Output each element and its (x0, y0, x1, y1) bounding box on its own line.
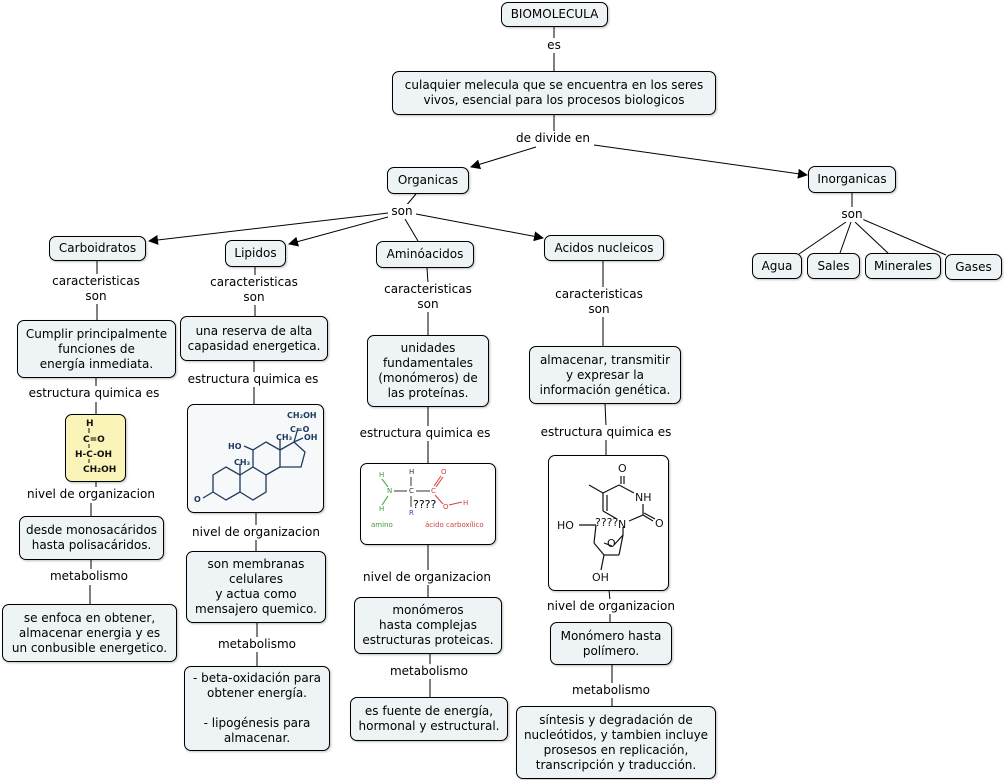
arrow-to-organicas (470, 146, 537, 170)
svg-text:CH₃: CH₃ (276, 433, 293, 442)
arrow-to-acidos (415, 213, 544, 242)
node-lipidos-structure[interactable]: CH₂OH C=O CH₃ OH HO CH₃ O (187, 404, 324, 513)
link-label-estructura-carboidratos: estructura quimica es (27, 386, 161, 401)
svg-text:HO: HO (557, 519, 574, 532)
arrow-to-lipidos (288, 216, 389, 247)
node-lipidos[interactable]: Lipidos (225, 240, 286, 267)
link-to-aminoacidos (404, 218, 419, 242)
link-label-estructura-acidos: estructura quimica es (539, 425, 673, 440)
node-aminoacidos-level[interactable]: monómeros hasta complejas estructuras pr… (354, 597, 502, 654)
svg-text:O: O (443, 503, 449, 511)
link-label-son-organicas: son (390, 204, 414, 219)
node-definition[interactable]: culaquier melecula que se encuentra en l… (392, 71, 716, 115)
node-organicas[interactable]: Organicas (387, 167, 469, 194)
link-label-caracteristicas-aminoacidos: caracteristicas son (383, 282, 473, 312)
node-acidos-nucleicos[interactable]: Acidos nucleicos (544, 235, 664, 261)
node-biomolecula[interactable]: BIOMOLECULA (501, 2, 608, 27)
link-son-agua (798, 221, 847, 255)
node-inorganicas[interactable]: Inorganicas (808, 166, 896, 193)
node-acidos-metabolism[interactable]: síntesis y degradación de nucleótidos, y… (516, 706, 716, 779)
node-sales[interactable]: Sales (807, 253, 860, 279)
svg-text:R: R (409, 509, 414, 517)
node-aminoacidos-characteristics[interactable]: unidades fundamentales (monómeros) de la… (367, 335, 489, 407)
node-carboidratos-structure[interactable]: H C=O H-C-OH CH₂OH (65, 414, 126, 482)
svg-text:ácido carboxílico: ácido carboxílico (425, 521, 484, 529)
link-label-metabolismo-aminoacidos: metabolismo (388, 664, 470, 679)
node-minerales[interactable]: Minerales (865, 253, 941, 279)
svg-text:O: O (441, 468, 447, 476)
link-label-nivel-acidos: nivel de organizacion (546, 599, 676, 614)
node-carboidratos-level[interactable]: desde monosacáridos hasta polisacáridos. (19, 516, 164, 560)
svg-text:????: ???? (413, 498, 437, 511)
svg-text:C: C (431, 487, 436, 495)
svg-text:OH: OH (304, 433, 318, 442)
svg-text:H: H (379, 471, 384, 479)
steroid-diagram: CH₂OH C=O CH₃ OH HO CH₃ O (194, 411, 318, 504)
link-label-metabolismo-acidos: metabolismo (570, 683, 652, 698)
link-son-sales (839, 221, 852, 254)
link-label-estructura-lipidos: estructura quimica es (186, 372, 320, 387)
link-label-caracteristicas-carboidratos: caracteristicas son (51, 274, 141, 304)
svg-text:H: H (86, 419, 94, 429)
svg-text:HO: HO (228, 442, 242, 451)
svg-text:CH₃: CH₃ (234, 458, 251, 467)
arrow-to-inorganicas (593, 144, 808, 179)
svg-text:O: O (618, 462, 627, 475)
link-label-nivel-carboidratos: nivel de organizacion (26, 487, 156, 502)
node-aminoacidos-structure[interactable]: H N H H C R C O O H amino ácido carboxíl… (360, 463, 496, 545)
thymidine-diagram: O NH O N HO O OH ???? (557, 462, 664, 584)
svg-text:OH: OH (592, 571, 609, 584)
svg-text:C=O: C=O (290, 425, 310, 434)
link-label-es: es (546, 38, 562, 53)
svg-text:H: H (463, 499, 468, 507)
svg-text:CH₂OH: CH₂OH (287, 411, 317, 420)
link-label-de-divide-en: de divide en (514, 131, 592, 146)
svg-text:O: O (655, 517, 664, 530)
link-label-son-inorganicas: son (840, 207, 864, 222)
svg-text:H-C-OH: H-C-OH (75, 450, 112, 460)
node-carboidratos[interactable]: Carboidratos (49, 236, 146, 261)
link-son-gases (861, 218, 947, 256)
svg-text:NH: NH (635, 491, 652, 504)
amino-acid-diagram: H N H H C R C O O H amino ácido carboxíl… (371, 468, 484, 529)
node-agua[interactable]: Agua (752, 253, 802, 279)
svg-text:N: N (387, 487, 392, 495)
link-label-metabolismo-carboidratos: metabolismo (48, 569, 130, 584)
node-carboidratos-metabolism[interactable]: se enfoca en obtener, almacenar energia … (2, 604, 177, 662)
glyceraldehyde-diagram: H C=O H-C-OH CH₂OH (75, 419, 116, 475)
arrow-to-carboidratos (148, 212, 389, 245)
link-son-minerales (854, 221, 890, 255)
svg-text:C: C (409, 487, 414, 495)
node-acidos-structure[interactable]: O NH O N HO O OH ???? (548, 455, 669, 591)
node-lipidos-characteristics[interactable]: una reserva de alta capasidad energetica… (180, 316, 328, 361)
link-label-nivel-aminoacidos: nivel de organizacion (362, 570, 492, 585)
link-label-nivel-lipidos: nivel de organizacion (191, 525, 321, 540)
svg-text:H: H (379, 505, 384, 513)
node-carboidratos-characteristics[interactable]: Cumplir principalmente funciones de ener… (17, 320, 176, 378)
svg-text:N: N (618, 518, 626, 531)
svg-text:O: O (607, 537, 616, 550)
svg-text:CH₂OH: CH₂OH (83, 465, 116, 475)
svg-text:C=O: C=O (83, 435, 105, 445)
link-label-caracteristicas-lipidos: caracteristicas son (209, 275, 299, 305)
node-aminoacidos[interactable]: Aminóacidos (376, 241, 474, 268)
link-label-caracteristicas-acidos: caracteristicas son (554, 287, 644, 317)
node-lipidos-level[interactable]: son membranas celulares y actua como men… (186, 551, 326, 623)
svg-text:O: O (194, 495, 201, 504)
node-acidos-level[interactable]: Monómero hasta polímero. (550, 622, 672, 665)
link-label-metabolismo-lipidos: metabolismo (216, 637, 298, 652)
svg-text:amino: amino (371, 521, 393, 529)
link-label-estructura-aminoacidos: estructura quimica es (358, 426, 492, 441)
node-acidos-characteristics[interactable]: almacenar, transmitir y expresar la info… (529, 346, 681, 404)
node-gases[interactable]: Gases (945, 254, 1002, 280)
svg-text:H: H (409, 468, 414, 476)
svg-text:????: ???? (595, 516, 619, 529)
node-aminoacidos-metabolism[interactable]: es fuente de energía, hormonal y estruct… (350, 697, 508, 741)
node-lipidos-metabolism[interactable]: - beta-oxidación para obtener energía. -… (184, 666, 330, 751)
